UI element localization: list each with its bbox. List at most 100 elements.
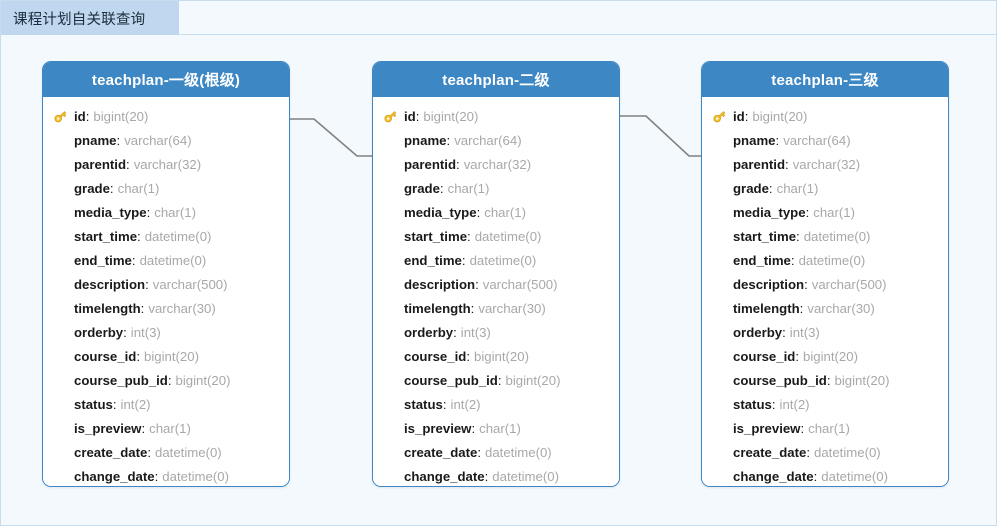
field-type: datetime(0) bbox=[154, 444, 222, 460]
entity-table-teachplan-level3[interactable]: teachplan-三级 id:bigint(20)pname:varchar(… bbox=[701, 61, 949, 487]
field-type: int(2) bbox=[779, 396, 810, 412]
entity-field-row: course_id:bigint(20) bbox=[702, 344, 948, 368]
entity-field-row: end_time:datetime(0) bbox=[43, 248, 289, 272]
entity-field-row: status:int(2) bbox=[43, 392, 289, 416]
field-separator: : bbox=[806, 444, 810, 460]
entity-field-row: create_date:datetime(0) bbox=[373, 440, 619, 464]
entity-field-row: media_type:char(1) bbox=[373, 200, 619, 224]
field-indent-spacer bbox=[383, 467, 404, 485]
field-indent-spacer bbox=[383, 203, 404, 221]
field-indent-spacer bbox=[712, 467, 733, 485]
field-name: create_date bbox=[733, 444, 807, 460]
field-indent-spacer bbox=[53, 251, 74, 269]
field-separator: : bbox=[805, 204, 810, 220]
field-name: media_type bbox=[733, 204, 806, 220]
field-separator: : bbox=[453, 324, 457, 340]
field-separator: : bbox=[167, 372, 172, 388]
field-separator: : bbox=[137, 228, 141, 244]
field-type: datetime(0) bbox=[813, 444, 881, 460]
entity-field-row: timelength:varchar(30) bbox=[702, 296, 948, 320]
diagram-title-tab[interactable]: 课程计划自关联查询 bbox=[1, 1, 179, 35]
entity-field-row: timelength:varchar(30) bbox=[43, 296, 289, 320]
field-indent-spacer bbox=[53, 299, 74, 317]
field-name: id bbox=[74, 108, 86, 124]
entity-field-row: status:int(2) bbox=[373, 392, 619, 416]
field-name: description bbox=[404, 276, 476, 292]
field-separator: : bbox=[804, 276, 808, 292]
field-indent-spacer bbox=[53, 155, 74, 173]
field-separator: : bbox=[439, 180, 444, 196]
field-separator: : bbox=[116, 132, 121, 148]
field-separator: : bbox=[154, 468, 159, 484]
entity-field-row: parentid:varchar(32) bbox=[702, 152, 948, 176]
field-type: int(3) bbox=[789, 324, 820, 340]
entity-title: teachplan-三级 bbox=[771, 72, 879, 89]
entity-table-teachplan-level2[interactable]: teachplan-二级 id:bigint(20)pname:varchar(… bbox=[372, 61, 620, 487]
field-name: course_pub_id bbox=[733, 372, 827, 388]
field-indent-spacer bbox=[712, 299, 733, 317]
entity-field-row: timelength:varchar(30) bbox=[373, 296, 619, 320]
entity-field-row: change_date:datetime(0) bbox=[43, 464, 289, 486]
field-type: datetime(0) bbox=[821, 468, 888, 484]
field-separator: : bbox=[497, 372, 502, 388]
field-separator: : bbox=[799, 300, 804, 316]
field-type: bigint(20) bbox=[175, 372, 231, 388]
field-type: bigint(20) bbox=[473, 348, 529, 364]
field-indent-spacer bbox=[53, 131, 74, 149]
field-indent-spacer bbox=[53, 371, 74, 389]
entity-table-teachplan-level1[interactable]: teachplan-一级(根级) id:bigint(20)pname:varc… bbox=[42, 61, 290, 487]
field-name: status bbox=[733, 396, 772, 412]
field-separator: : bbox=[131, 252, 136, 268]
field-type: char(1) bbox=[154, 204, 197, 220]
field-separator: : bbox=[484, 468, 489, 484]
field-type: bigint(20) bbox=[423, 108, 479, 124]
field-type: datetime(0) bbox=[162, 468, 229, 484]
field-indent-spacer bbox=[712, 371, 733, 389]
field-name: start_time bbox=[74, 228, 138, 244]
field-name: change_date bbox=[733, 468, 814, 484]
field-separator: : bbox=[109, 180, 114, 196]
field-type: char(1) bbox=[447, 180, 490, 196]
field-type: varchar(64) bbox=[783, 132, 851, 148]
field-type: bigint(20) bbox=[505, 372, 561, 388]
field-type: bigint(20) bbox=[834, 372, 890, 388]
field-indent-spacer bbox=[53, 203, 74, 221]
field-name: status bbox=[74, 396, 113, 412]
field-separator: : bbox=[467, 228, 471, 244]
field-name: status bbox=[404, 396, 443, 412]
field-separator: : bbox=[146, 204, 151, 220]
field-type: varchar(64) bbox=[124, 132, 192, 148]
field-separator: : bbox=[768, 180, 773, 196]
field-indent-spacer bbox=[712, 227, 733, 245]
field-name: id bbox=[733, 108, 745, 124]
field-separator: : bbox=[456, 156, 460, 172]
field-indent-spacer bbox=[383, 347, 404, 365]
field-separator: : bbox=[123, 324, 127, 340]
field-indent-spacer bbox=[712, 131, 733, 149]
field-name: is_preview bbox=[404, 420, 472, 436]
field-name: start_time bbox=[733, 228, 797, 244]
field-indent-spacer bbox=[712, 347, 733, 365]
field-separator: : bbox=[442, 396, 447, 412]
field-separator: : bbox=[771, 396, 776, 412]
field-separator: : bbox=[785, 156, 789, 172]
primary-key-icon-slot bbox=[383, 107, 404, 125]
field-name: orderby bbox=[74, 324, 124, 340]
field-separator: : bbox=[796, 228, 800, 244]
field-indent-spacer bbox=[383, 371, 404, 389]
field-separator: : bbox=[461, 252, 466, 268]
field-name: is_preview bbox=[733, 420, 801, 436]
field-name: parentid bbox=[404, 156, 457, 172]
field-indent-spacer bbox=[712, 203, 733, 221]
primary-key-icon bbox=[54, 110, 67, 122]
field-separator: : bbox=[790, 252, 795, 268]
field-type: char(1) bbox=[813, 204, 856, 220]
field-separator: : bbox=[775, 132, 780, 148]
entity-header: teachplan-二级 bbox=[373, 62, 619, 97]
field-type: bigint(20) bbox=[93, 108, 149, 124]
primary-key-icon bbox=[384, 110, 397, 122]
field-indent-spacer bbox=[383, 323, 404, 341]
entity-field-row: description:varchar(500) bbox=[373, 272, 619, 296]
field-name: media_type bbox=[74, 204, 147, 220]
